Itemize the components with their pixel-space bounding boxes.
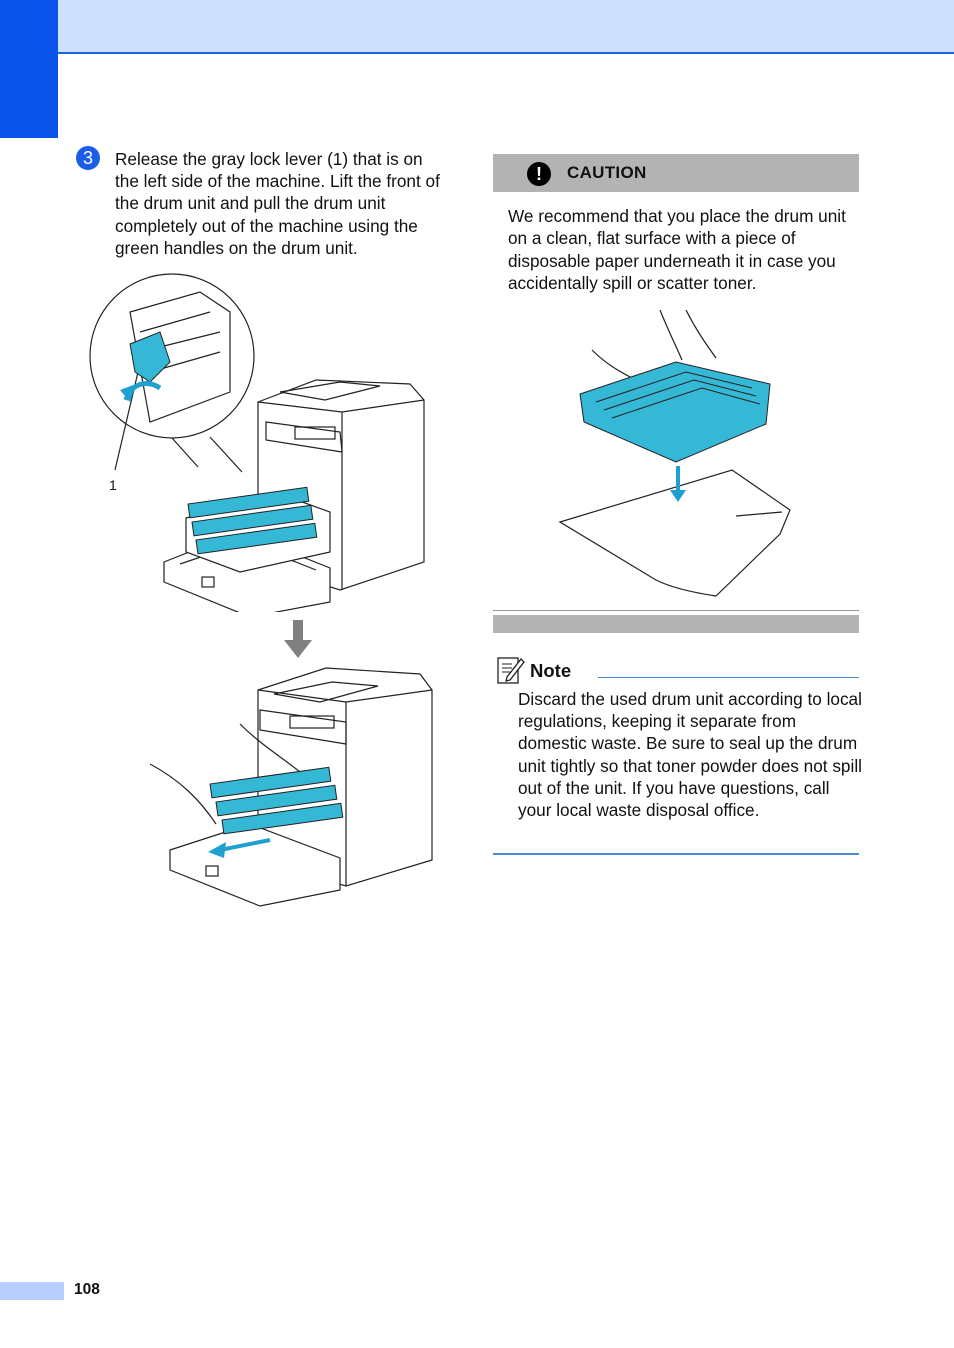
note-title: Note <box>530 660 572 681</box>
step-number-badge: 3 <box>76 146 100 170</box>
drum-on-paper-illustration <box>558 310 791 597</box>
chapter-tab <box>0 0 58 138</box>
remove-drum-illustration <box>150 667 433 907</box>
caution-title: CAUTION <box>567 163 647 182</box>
caution-end-bar <box>493 615 859 633</box>
note-text: Discard the used drum unit according to … <box>518 689 862 821</box>
lock-lever-illustration <box>89 273 425 612</box>
note-bottom-rule <box>493 853 859 855</box>
down-arrow-icon <box>284 620 312 658</box>
pencil-note-icon <box>497 657 525 684</box>
caution-end-rule <box>493 610 859 611</box>
note-title-rule <box>598 677 859 678</box>
page-number: 108 <box>74 1281 100 1298</box>
lock-lever-callout: 1 <box>109 477 117 493</box>
exclamation-icon: ! <box>527 162 551 186</box>
page-number-tab <box>0 1282 64 1300</box>
caution-header-bar <box>493 154 859 192</box>
header-band <box>0 0 954 54</box>
step-instruction-text: Release the gray lock lever (1) that is … <box>115 149 440 258</box>
caution-text: We recommend that you place the drum uni… <box>508 206 846 294</box>
